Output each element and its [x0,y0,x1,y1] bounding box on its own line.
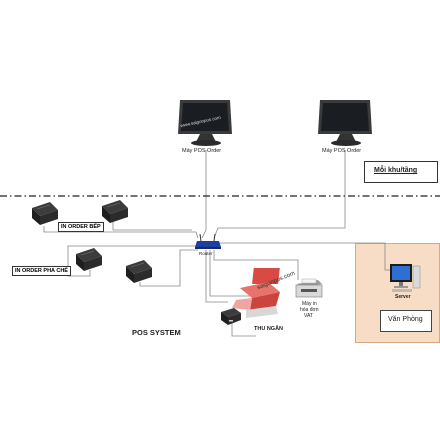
vat-printer-icon [295,278,323,298]
office-label: Văn Phòng [388,316,423,323]
cash-drawer-printer-icon [221,308,241,325]
pos-terminal-right-label: Máy POS Order [322,148,362,154]
kitchen-printer-1 [28,198,62,228]
printer-icon [32,202,58,225]
bar-printer-2 [122,256,156,286]
bar-printer-label: IN ORDER PHA CHẾ [12,266,71,276]
printer-icon [102,200,128,223]
vat-printer-label-line-3: VAT [304,313,313,319]
printer-icon [126,260,152,283]
server-label: Server [395,294,411,300]
cashier-label: THU NGÂN [254,326,284,332]
pos-terminal-left-label: Máy POS Order [182,148,222,154]
kitchen-printer-2 [98,196,132,226]
router-icon [195,233,221,249]
system-title: POS SYSTEM [132,328,181,337]
pos-terminal-left: www.saigonpos.com Máy POS Order [172,96,240,156]
vat-printer-label-line-1: Máy in [302,301,317,307]
pos-terminal-right: Máy POS Order [312,96,380,156]
pos-terminal-left-icon [178,100,232,146]
cashier-terminal-icon [232,268,280,318]
router-label: Router [199,251,213,256]
vat-printer-label-line-2: hóa đơn [300,307,319,313]
router: Router [194,233,222,260]
server-icon [390,264,421,292]
floor-box: Mỗi khu/tầng [364,161,438,183]
office-box: Văn Phòng [380,310,432,332]
printer-icon [76,248,102,271]
pos-terminal-right-icon [318,100,372,146]
cashier-station: saigonpos.com THU NGÂN [216,266,306,346]
server: Server [386,262,422,302]
vat-printer: Máy in hóa đơn VAT [292,276,326,326]
kitchen-printer-label: IN ORDER BẾP [58,222,104,232]
bar-printer-1 [72,244,106,274]
floor-box-label: Mỗi khu/tầng [374,167,418,174]
